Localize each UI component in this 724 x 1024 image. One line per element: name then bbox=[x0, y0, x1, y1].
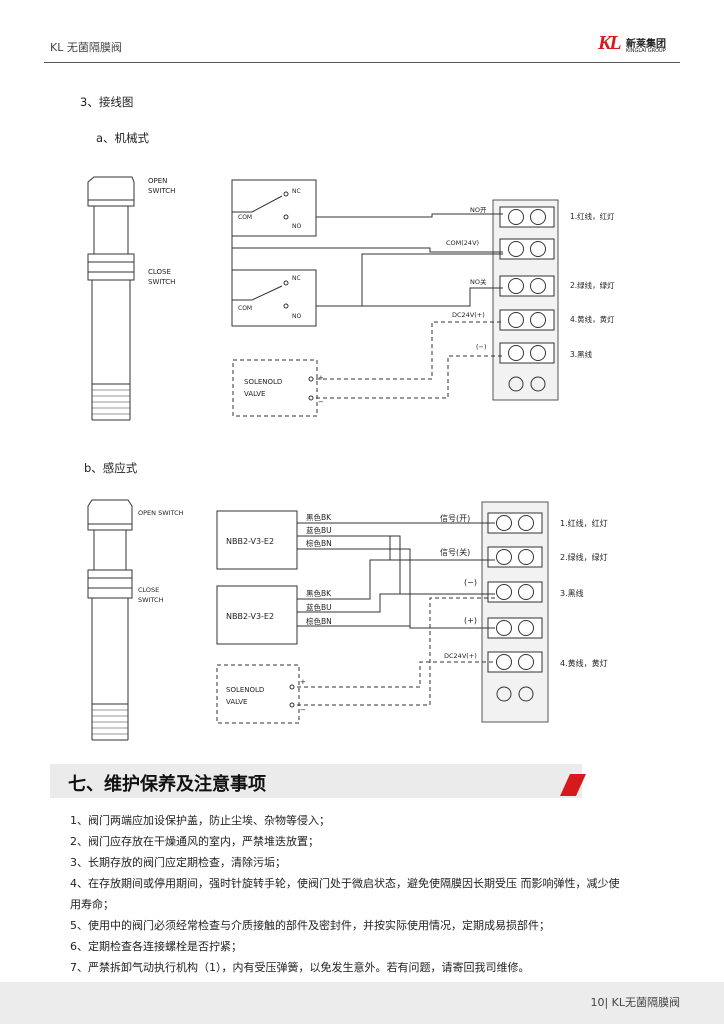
wire-bu-open: 蓝色BU bbox=[306, 525, 332, 535]
section-title: 3、接线图 bbox=[80, 95, 134, 109]
wires-b bbox=[297, 522, 495, 706]
wire-b-label-2: 2.绿线，绿灯 bbox=[560, 552, 608, 562]
wires-a bbox=[231, 211, 503, 399]
no-label-close: NO bbox=[292, 313, 301, 320]
plus-sign-a: + bbox=[318, 374, 324, 382]
terminal-labels-b: 信号(开) 信号(关) (−) (+) DC24V(+) 1.红线，红灯 2.绿… bbox=[440, 513, 608, 668]
term-a-label-1: NO开 bbox=[470, 206, 487, 214]
solenoid-box-a: SOLENOLD VALVE + − bbox=[232, 359, 324, 417]
banner-accent-slash bbox=[560, 774, 586, 796]
term-a-label-2: COM(24V) bbox=[446, 239, 479, 247]
solenoid-b-label-2: VALVE bbox=[226, 698, 247, 706]
terminal-block-b bbox=[481, 501, 549, 723]
nc-label-close: NC bbox=[292, 275, 301, 282]
header-divider bbox=[44, 62, 680, 63]
close-switch-label-b-1: CLOSE bbox=[138, 586, 159, 594]
close-switch-label-2: SWITCH bbox=[148, 278, 175, 286]
term-a-label-5: (−) bbox=[476, 343, 487, 351]
valve-b-drawing bbox=[87, 499, 133, 741]
wire-bu-close: 蓝色BU bbox=[306, 602, 332, 612]
minus-sign-a: − bbox=[318, 398, 324, 406]
list-item: 1、阀门两端应加设保护盖，防止尘埃、杂物等侵入； bbox=[70, 814, 330, 827]
solenoid-label-1: SOLENOLD bbox=[244, 378, 282, 386]
solenoid-box-b: SOLENOLD VALVE + − bbox=[216, 664, 306, 724]
open-switch-label-b: OPEN SWITCH bbox=[138, 509, 184, 517]
list-item: 7、严禁拆卸气动执行机构（1），内有受压弹簧，以免发生意外。若有问题，请寄回我司… bbox=[70, 961, 530, 974]
logo-mark: KL bbox=[598, 32, 622, 54]
wire-a-label-1: 1.红线，红灯 bbox=[570, 211, 615, 221]
page-footer: 10| KL无菌隔膜阀 bbox=[0, 982, 724, 1024]
term-b-label-4: (+) bbox=[464, 616, 477, 625]
wire-bn-open: 棕色BN bbox=[306, 538, 332, 548]
valve-a-drawing bbox=[87, 176, 135, 421]
switch-box-close: NC COM NO bbox=[231, 269, 317, 327]
company-logo: KL 新莱集团 KINGLAI GROUP bbox=[598, 33, 680, 57]
subsection-b-title: b、感应式 bbox=[84, 461, 138, 475]
wire-bk-close: 黑色BK bbox=[306, 588, 332, 598]
nc-label-open: NC bbox=[292, 188, 301, 195]
wire-b-label-4: 4.黄线，黄灯 bbox=[560, 658, 608, 668]
close-switch-label-1: CLOSE bbox=[148, 268, 171, 276]
subsection-a-title: a、机械式 bbox=[96, 131, 150, 145]
term-b-label-2: 信号(关) bbox=[440, 547, 470, 557]
sensor-box-close: NBB2-V3-E2 bbox=[216, 585, 298, 645]
sensor-wire-labels: 黑色BK 蓝色BU 棕色BN 黑色BK 蓝色BU 棕色BN bbox=[306, 512, 332, 626]
logo-name-en: KINGLAI GROUP bbox=[626, 48, 666, 54]
terminal-block-a bbox=[492, 199, 559, 401]
sensor-label-open: NBB2-V3-E2 bbox=[226, 537, 274, 546]
open-switch-label-2: SWITCH bbox=[148, 187, 175, 195]
close-switch-label-b-2: SWITCH bbox=[138, 596, 164, 604]
sensor-label-close: NBB2-V3-E2 bbox=[226, 612, 274, 621]
list-item: 4、在存放期间或停用期间，强时针旋转手轮，使阀门处于微启状态，避免使隔膜因长期受… bbox=[70, 877, 620, 911]
maintenance-banner: 七、维护保养及注意事项 bbox=[50, 764, 582, 798]
com-label-close: COM bbox=[238, 305, 252, 312]
valve-b-labels: OPEN SWITCH CLOSE SWITCH bbox=[138, 509, 184, 604]
term-b-label-3: (−) bbox=[464, 578, 477, 587]
minus-sign-b: − bbox=[300, 706, 306, 714]
logo-name-cn: 新莱集团 bbox=[626, 39, 666, 50]
plus-sign-b: + bbox=[300, 678, 306, 686]
list-item: 2、阀门应存放在干燥通风的室内，严禁堆迭放置； bbox=[70, 835, 319, 848]
terminal-labels-a: NO开 COM(24V) NO关 DC24V(+) (−) 1.红线，红灯 2.… bbox=[446, 206, 615, 359]
term-a-label-3: NO关 bbox=[470, 277, 487, 286]
wire-bk-open: 黑色BK bbox=[306, 512, 332, 522]
sensor-box-open: NBB2-V3-E2 bbox=[216, 510, 298, 570]
solenoid-b-label-1: SOLENOLD bbox=[226, 686, 264, 694]
no-label-open: NO bbox=[292, 223, 301, 230]
header-title: KL 无菌隔膜阀 bbox=[50, 41, 122, 54]
wire-a-label-2: 2.绿线，绿灯 bbox=[570, 280, 615, 290]
term-b-label-5: DC24V(+) bbox=[444, 652, 477, 660]
wire-b-label-1: 1.红线，红灯 bbox=[560, 518, 608, 528]
wire-a-label-4: 3.黑线 bbox=[570, 349, 593, 359]
wire-a-label-3: 4.黄线，黄灯 bbox=[570, 314, 615, 324]
switch-box-open: NC COM NO bbox=[231, 179, 317, 237]
maintenance-title: 七、维护保养及注意事项 bbox=[68, 774, 266, 795]
maintenance-list: 1、阀门两端应加设保护盖，防止尘埃、杂物等侵入； 2、阀门应存放在干燥通风的室内… bbox=[70, 810, 630, 978]
valve-a-labels: OPEN SWITCH CLOSE SWITCH bbox=[148, 177, 175, 286]
page-number: 10| KL无菌隔膜阀 bbox=[590, 996, 680, 1009]
wire-b-label-3: 3.黑线 bbox=[560, 588, 584, 598]
term-b-label-1: 信号(开) bbox=[440, 513, 470, 523]
list-item: 6、定期检查各连接螺栓是否拧紧； bbox=[70, 940, 242, 953]
list-item: 5、使用中的阀门必须经常检查与介质接触的部件及密封件，并按实际使用情况，定期成易… bbox=[70, 919, 550, 932]
page-header: KL 无菌隔膜阀 KL 新莱集团 KINGLAI GROUP bbox=[0, 0, 724, 64]
open-switch-label-1: OPEN bbox=[148, 177, 167, 185]
list-item: 3、长期存放的阀门应定期检查，清除污垢； bbox=[70, 856, 286, 869]
com-label-open: COM bbox=[238, 214, 252, 221]
solenoid-label-2: VALVE bbox=[244, 390, 265, 398]
term-a-label-4: DC24V(+) bbox=[452, 311, 485, 319]
wire-bn-close: 棕色BN bbox=[306, 616, 332, 626]
